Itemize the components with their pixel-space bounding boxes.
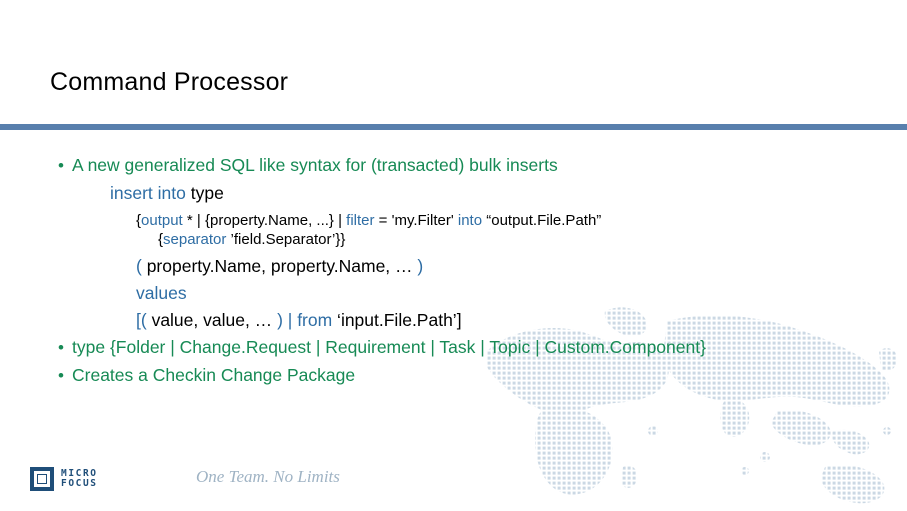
bullet-text-syntax: A new generalized SQL like syntax for (t…: [72, 155, 558, 175]
code-token: into: [457, 212, 483, 229]
code-line-property-list: ( property.Name, property.Name, … ): [50, 253, 880, 280]
bullet-marker-icon: •: [58, 338, 64, 357]
code-token: values: [136, 283, 187, 303]
code-token: separator: [163, 231, 227, 248]
code-token: from: [297, 310, 333, 330]
bullet-item-syntax: • A new generalized SQL like syntax for …: [50, 152, 880, 179]
code-line-separator: {separator ’field.Separator’}}: [136, 230, 880, 249]
code-line-output: {output * | {property.Name, ...} | filte…: [136, 211, 880, 230]
bullet-marker-icon: •: [58, 366, 64, 385]
code-token: “output.File.Path”: [482, 212, 602, 229]
code-token: = 'my.Filter': [374, 212, 458, 229]
bullet-text-types: type {Folder | Change.Request | Requirem…: [72, 337, 706, 357]
tagline: One Team. No Limits: [196, 467, 340, 486]
code-token: {: [158, 231, 164, 248]
bullet-item-types: • type {Folder | Change.Request | Requir…: [50, 334, 880, 361]
code-token: property.Name, property.Name, …: [146, 256, 418, 276]
micro-focus-wordmark: MICRO FOCUS: [61, 469, 98, 489]
slide-body: • A new generalized SQL like syntax for …: [50, 152, 880, 390]
slide-title: Command Processor: [50, 68, 289, 96]
code-token: value, value, …: [146, 310, 278, 330]
code-token: (: [136, 256, 147, 276]
micro-focus-square-icon: [30, 467, 54, 491]
bullet-item-checkin: • Creates a Checkin Change Package: [50, 362, 880, 389]
bullet-marker-icon: •: [58, 156, 64, 175]
code-token: ) |: [277, 310, 293, 330]
code-token: ‘input.File.Path’]: [332, 310, 462, 330]
code-token: ’field.Separator’}}: [226, 231, 346, 248]
code-line-values-list: [( value, value, … ) | from ‘input.File.…: [50, 307, 880, 334]
code-token: {: [136, 212, 142, 229]
logo-word-micro: MICRO: [61, 468, 98, 479]
keyword-insert-into: insert into: [110, 183, 186, 203]
code-token: output: [141, 212, 183, 229]
code-block-output-clause: {output * | {property.Name, ...} | filte…: [50, 211, 880, 249]
code-line-values: values: [50, 280, 880, 307]
bullet-text-checkin: Creates a Checkin Change Package: [72, 365, 356, 385]
sub-line-insert-into: insert into type: [50, 180, 880, 207]
logo-word-focus: FOCUS: [61, 478, 98, 489]
argument-type: type: [185, 183, 224, 203]
title-divider: [0, 124, 907, 130]
code-token: filter: [346, 212, 375, 229]
code-token: ): [417, 256, 424, 276]
code-token: * | {property.Name, ...} |: [182, 212, 347, 229]
micro-focus-logo: MICRO FOCUS: [30, 467, 98, 491]
code-token: [(: [136, 310, 147, 330]
